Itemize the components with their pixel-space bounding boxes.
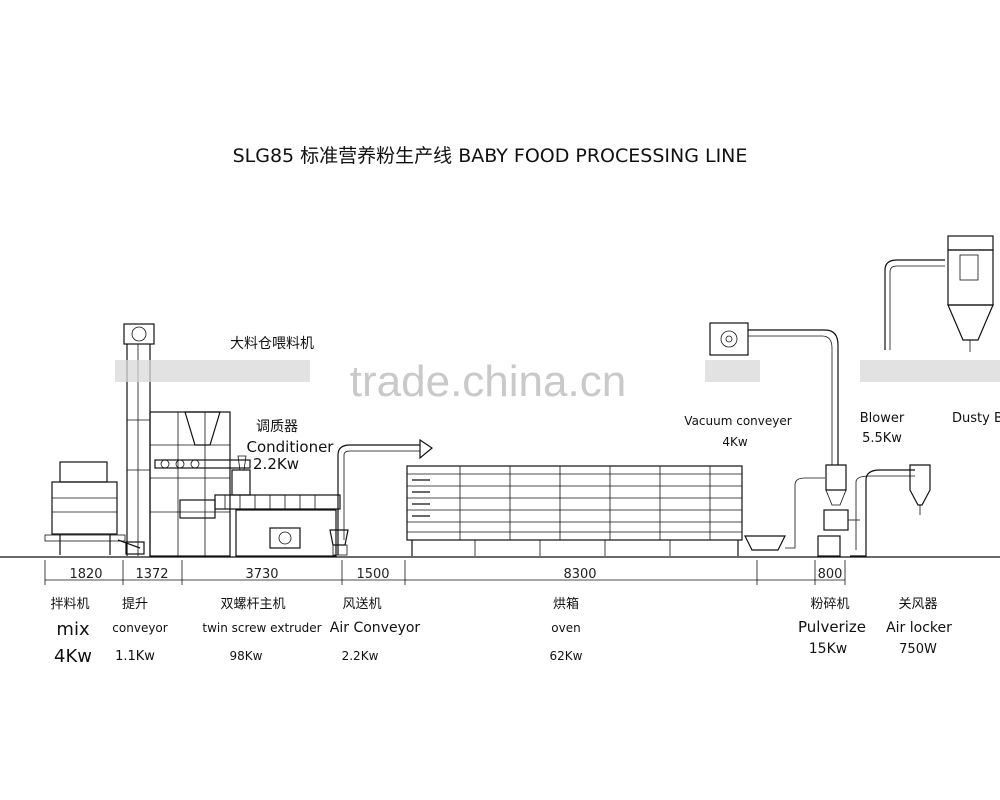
hopper-label-cn: 大料仓喂料机: [230, 336, 314, 352]
blower-cyclone-dustbag: [850, 235, 994, 557]
dimension-label: 3730: [245, 567, 278, 582]
equipment-label-air-locker: 关风器 Air locker 750W: [886, 597, 952, 657]
dimension-line: [44, 560, 846, 585]
dimension-label: 1820: [69, 567, 102, 582]
equipment-en: mix: [56, 619, 90, 640]
equipment-en: conveyor: [112, 621, 167, 635]
mixer-machine: [44, 461, 145, 555]
equipment-label-conveyor: 提升 conveyor 1.1Kw: [112, 596, 167, 664]
equipment-cn: 烘箱: [553, 596, 579, 612]
equipment-label-oven: 烘箱 oven 62Kw: [550, 596, 583, 663]
equipment-label-extruder: 双螺杆主机 twin screw extruder 98Kw: [202, 597, 321, 663]
conditioner-power: 2.2Kw: [253, 455, 299, 473]
equipment-power: 4Kw: [54, 646, 92, 667]
equipment-power: 750W: [899, 642, 937, 657]
vacuum-conveyer: [709, 322, 839, 549]
dimension-label: 800: [818, 567, 843, 582]
equipment-cn: 粉碎机: [810, 597, 849, 612]
equipment-cn: 双螺杆主机: [220, 597, 285, 612]
equipment-cn: 提升: [122, 596, 148, 612]
equipment-en: Air locker: [886, 620, 952, 636]
equipment-power: 2.2Kw: [342, 649, 379, 663]
vacuum-power: 4Kw: [722, 435, 748, 449]
equipment-power: 1.1Kw: [115, 649, 155, 664]
equipment-label-pulverize: 粉碎机 Pulverize 15Kw: [798, 597, 866, 657]
equipment-power: 98Kw: [230, 649, 263, 663]
equipment-cn: 拌料机: [50, 597, 89, 612]
equipment-en: Air Conveyor: [330, 620, 421, 636]
dimension-label: 8300: [563, 567, 596, 582]
vacuum-label-en: Vacuum conveyer: [684, 414, 791, 428]
equipment-en: Pulverize: [798, 618, 866, 636]
equipment-power: 15Kw: [809, 641, 847, 657]
watermark-blur: [115, 360, 310, 382]
equipment-power: 62Kw: [550, 649, 583, 663]
air-conveyor-duct: [329, 438, 434, 556]
blower-power: 5.5Kw: [862, 431, 902, 446]
pulverizer: [817, 464, 860, 557]
conditioner-label-en: Conditioner: [247, 438, 335, 456]
equipment-label-mix: 拌料机 mix 4Kw: [50, 597, 92, 667]
equipment-cn: 风送机: [342, 597, 381, 612]
equipment-label-air-conveyor: 风送机 Air Conveyor 2.2Kw: [330, 597, 421, 663]
dusty-bag-label-en: Dusty Bag: [952, 411, 1000, 426]
equipment-en: twin screw extruder: [202, 621, 321, 635]
equipment-cn: 关风器: [898, 597, 937, 612]
watermark-blur: [860, 360, 1000, 382]
conditioner-label-cn: 调质器: [256, 419, 298, 435]
dimension-label: 1372: [135, 567, 168, 582]
diagram-title: SLG85 标准营养粉生产线 BABY FOOD PROCESSING LINE: [233, 145, 748, 167]
blower-label-en: Blower: [860, 411, 905, 426]
watermark-blur: [705, 360, 760, 382]
oven-dryer: [406, 465, 786, 556]
watermark-text: trade.china.cn: [350, 357, 626, 406]
extruder-frame: [149, 411, 341, 557]
equipment-en: oven: [551, 621, 580, 635]
dimension-label: 1500: [356, 567, 389, 582]
